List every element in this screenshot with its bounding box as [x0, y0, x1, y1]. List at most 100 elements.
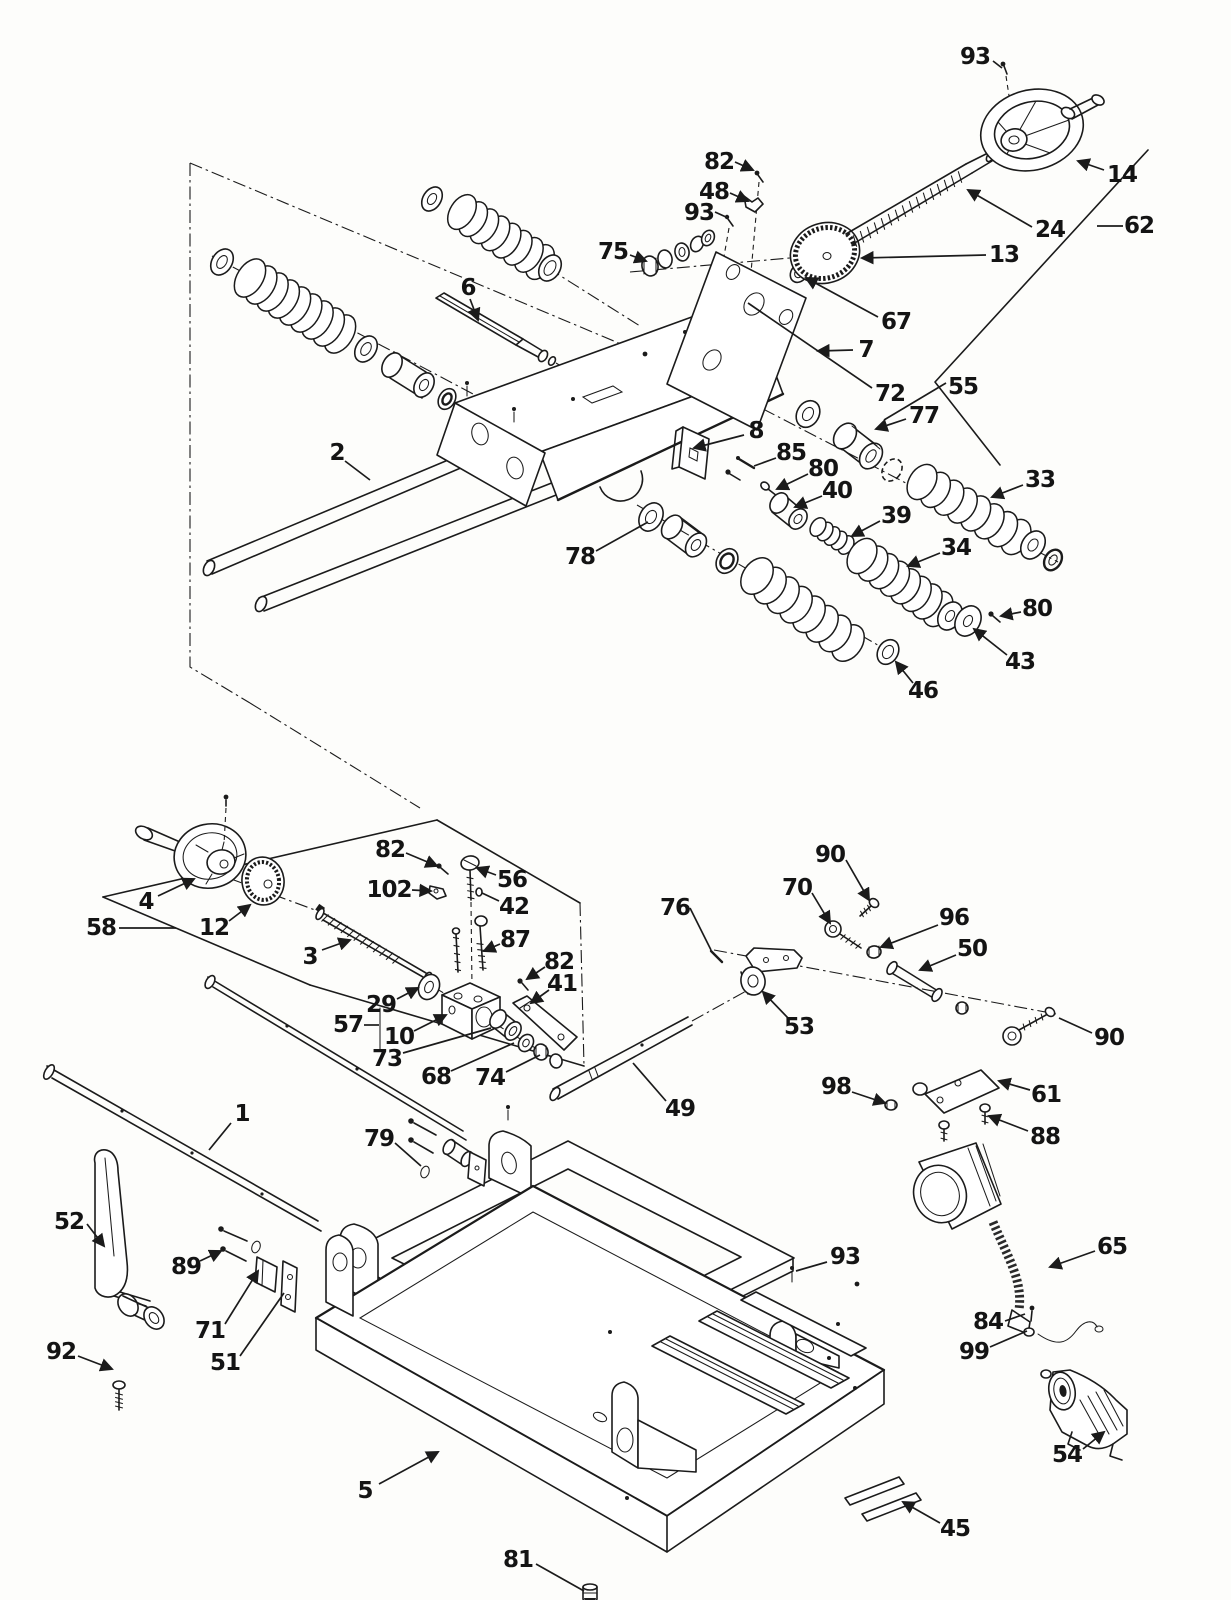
part-callout-48-6: 48 — [699, 179, 750, 205]
part-number-48: 48 — [699, 179, 729, 205]
washer-68 — [517, 1033, 535, 1053]
part-number-54: 54 — [1052, 1442, 1082, 1468]
nut-98 — [884, 1099, 898, 1111]
bell-crank-53 — [740, 947, 803, 996]
nut-mid — [955, 1001, 969, 1015]
part-number-88: 88 — [1030, 1124, 1060, 1150]
part-callout-53-49: 53 — [761, 990, 815, 1040]
part-number-82: 82 — [704, 149, 734, 175]
leader-line — [714, 211, 727, 218]
washer-46 — [876, 638, 900, 666]
leader-line — [851, 1091, 887, 1106]
part-number-12: 12 — [199, 915, 229, 941]
part-callout-98-51: 98 — [821, 1074, 887, 1106]
part-callout-85-17: 85 — [753, 440, 807, 467]
part-number-102: 102 — [366, 877, 411, 903]
leader-line — [450, 1042, 515, 1072]
part-callout-82-36: 82 — [525, 949, 575, 981]
part-number-80: 80 — [808, 456, 838, 482]
rod-end-70 — [824, 920, 862, 949]
part-callout-73-41: 73 — [372, 1027, 492, 1072]
leader-line — [77, 1355, 114, 1372]
leader-line — [629, 250, 648, 264]
part-callout-90-46: 90 — [815, 842, 871, 902]
part-number-56: 56 — [497, 867, 527, 893]
part-callout-82-31: 82 — [375, 837, 439, 868]
leader-line — [795, 1261, 828, 1272]
roller-77 — [832, 422, 884, 470]
leader-line — [879, 924, 939, 950]
part-number-85: 85 — [776, 440, 806, 466]
part-callout-81-64: 81 — [503, 1547, 585, 1592]
part-callout-77-15: 77 — [874, 403, 940, 432]
leader-line — [972, 627, 1008, 656]
leader-line — [394, 1142, 422, 1167]
retainer-ring-77 — [881, 458, 903, 482]
part-number-5: 5 — [357, 1478, 372, 1504]
part-callout-88-53: 88 — [987, 1113, 1061, 1150]
part-number-29: 29 — [366, 992, 396, 1018]
part-number-68: 68 — [421, 1064, 451, 1090]
part-number-93: 93 — [684, 200, 714, 226]
leader-line — [966, 188, 1033, 228]
leader-line — [906, 552, 941, 568]
leader-line — [86, 1223, 106, 1248]
washer-top — [420, 186, 444, 212]
screws-89 — [218, 1226, 261, 1262]
spring-39 — [809, 516, 855, 556]
part-callout-99-67: 99 — [959, 1330, 1028, 1365]
part-number-75: 75 — [598, 239, 628, 265]
screw-82-pin — [754, 170, 764, 183]
part-callout-72-12: 72 — [747, 302, 906, 407]
part-number-6: 6 — [460, 275, 475, 301]
leader-line — [761, 990, 789, 1019]
spring-top-cap — [537, 254, 563, 282]
part-callout-93-7: 93 — [684, 200, 727, 226]
part-number-39: 39 — [881, 503, 911, 529]
part-number-46: 46 — [908, 678, 938, 704]
base-5 — [314, 1184, 886, 1553]
part-callout-43-24: 43 — [972, 627, 1036, 675]
part-callout-68-42: 68 — [421, 1042, 515, 1090]
part-callout-13-4: 13 — [859, 242, 1020, 268]
lever-52 — [93, 1149, 165, 1330]
bracket-41 — [512, 995, 578, 1051]
bolt-56 — [460, 855, 480, 901]
part-number-84: 84 — [973, 1309, 1003, 1335]
stud — [451, 927, 462, 973]
part-number-14: 14 — [1107, 162, 1137, 188]
washer-bushing-chain-left — [353, 335, 457, 411]
leader-line — [811, 892, 832, 925]
leader-line — [1048, 1250, 1096, 1270]
leader-line — [405, 852, 439, 868]
part-number-81: 81 — [503, 1547, 533, 1573]
leader-line — [413, 1014, 448, 1032]
gear-block-10 — [441, 982, 501, 1040]
part-number-62: 62 — [1124, 213, 1154, 239]
clamp-71 — [254, 1256, 278, 1293]
rod-1 — [42, 1063, 322, 1232]
part-callout-2-14: 2 — [329, 440, 371, 481]
part-number-45: 45 — [940, 1516, 970, 1542]
part-number-50: 50 — [957, 936, 987, 962]
part-callout-55-13: 55 — [883, 374, 979, 421]
part-number-87: 87 — [500, 927, 530, 953]
screw-under-61 — [938, 1120, 950, 1142]
leader-line — [239, 1292, 285, 1357]
part-number-1: 1 — [234, 1101, 249, 1127]
part-callout-8-16: 8 — [692, 418, 765, 452]
leader-line — [850, 520, 881, 537]
leader-line — [157, 877, 196, 897]
gib-key-shaft-6 — [435, 292, 557, 366]
part-callout-93-0: 93 — [960, 44, 1003, 70]
part-callout-90-50: 90 — [1058, 1017, 1125, 1051]
part-number-58: 58 — [86, 915, 116, 941]
lead-screw-24 — [845, 151, 995, 247]
spring-left — [233, 258, 357, 354]
gib-strips-45 — [844, 1476, 922, 1522]
part-callout-102-32: 102 — [366, 877, 434, 903]
part-callout-49-54: 49 — [632, 1062, 696, 1122]
part-callout-24-2: 24 — [966, 188, 1066, 243]
part-number-77: 77 — [909, 403, 939, 429]
leader-line — [208, 1122, 232, 1151]
